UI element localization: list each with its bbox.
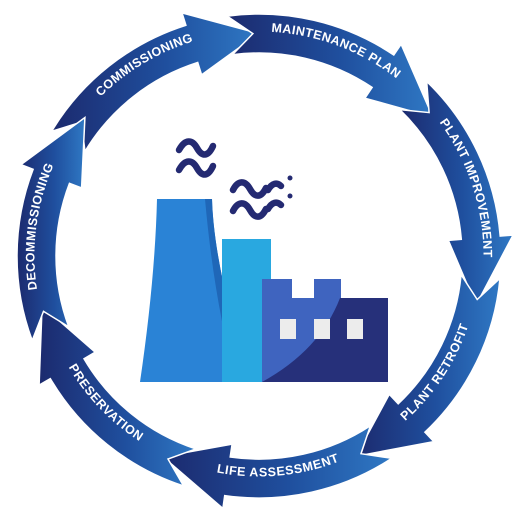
factory-icon: [140, 138, 388, 382]
cycle-arrow: [354, 272, 501, 458]
factory-window: [280, 319, 296, 339]
cycle-arrow: [16, 115, 86, 343]
cycle-arrow: [49, 11, 261, 154]
cycle-arrow: [225, 13, 435, 119]
cycle-arrow: [38, 304, 199, 488]
smoke-icon: [175, 138, 293, 220]
cycle-arrows: [16, 11, 515, 510]
factory-window: [347, 319, 363, 339]
cycle-arrow: [161, 423, 394, 510]
factory-window: [314, 319, 330, 339]
cooling-tower-shadow: [205, 199, 250, 382]
cycle-arrow: [397, 79, 515, 307]
